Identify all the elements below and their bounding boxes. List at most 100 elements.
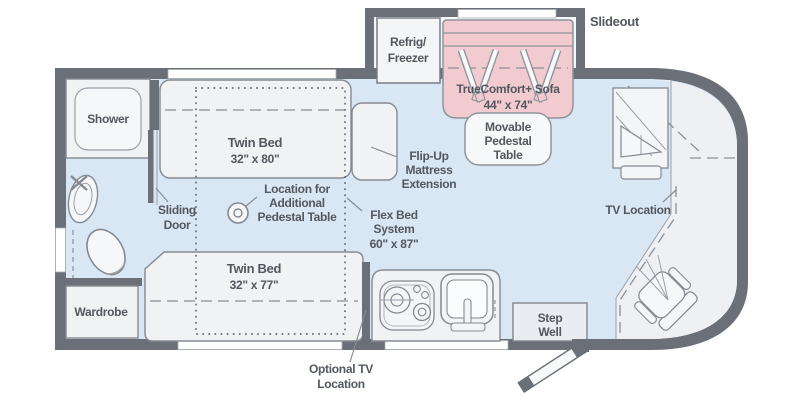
twin-bed-bottom: Twin Bed 32" x 77" bbox=[144, 251, 364, 342]
label-tv-location: TV Location bbox=[605, 189, 677, 217]
cooktop-icon bbox=[379, 280, 435, 331]
bath-bottom-wall bbox=[58, 278, 142, 286]
shower-room: Shower bbox=[65, 78, 151, 159]
label-flex-bed-2: System bbox=[374, 222, 415, 236]
label-twin-bed-bottom-2: 32" x 77" bbox=[230, 278, 279, 292]
bed-bottom-rect bbox=[144, 251, 364, 342]
label-sliding-door-2: Door bbox=[164, 218, 191, 232]
label-additional-2: Additional bbox=[269, 196, 325, 210]
seatbelt-strap bbox=[474, 48, 500, 103]
door-cap-1 bbox=[571, 341, 588, 358]
kitchen-counter bbox=[371, 269, 501, 342]
faucet-cross-icon bbox=[70, 175, 88, 191]
label-flip-up-2: Mattress bbox=[406, 163, 454, 177]
toilet-seat-line bbox=[105, 262, 126, 275]
passenger-seat-icon bbox=[634, 254, 698, 331]
pedestal-mount-icon bbox=[227, 196, 258, 224]
flip-up-pointer bbox=[370, 146, 398, 158]
wardrobe-box: Wardrobe bbox=[65, 285, 139, 339]
toilet-bowl bbox=[86, 228, 126, 276]
wardrobe-rect bbox=[65, 285, 139, 339]
bath-wall bbox=[150, 80, 159, 130]
label-flip-up: Flip-Up Mattress Extension bbox=[370, 146, 457, 191]
driver-seat-line-1 bbox=[615, 91, 667, 151]
seatbelt-straps-icon bbox=[457, 48, 562, 103]
sink-bowl bbox=[73, 182, 93, 216]
bed-top-rect bbox=[159, 79, 352, 179]
flex-bed-outline bbox=[195, 87, 346, 335]
cooktop-body bbox=[379, 280, 435, 331]
refrig-rect bbox=[376, 17, 441, 84]
label-optional-tv-1: Optional TV bbox=[309, 362, 373, 376]
knob-2 bbox=[421, 291, 429, 299]
faucet-bar bbox=[450, 322, 486, 332]
window-bottom-left-icon bbox=[177, 340, 343, 350]
knob-1 bbox=[413, 285, 421, 293]
label-sofa-1: TrueComfort+ Sofa bbox=[456, 82, 560, 96]
driver-footrest bbox=[620, 165, 662, 180]
label-flex-bed: Flex Bed System 60" x 87" bbox=[346, 197, 419, 251]
label-movable-3: Table bbox=[494, 148, 524, 162]
movable-table-rect bbox=[464, 112, 552, 166]
swivel-fan-lines bbox=[635, 254, 669, 301]
sliding-door-bar bbox=[148, 130, 154, 203]
cab-boundary bbox=[615, 80, 672, 339]
kitchen-sink-icon bbox=[440, 273, 496, 332]
label-wardrobe: Wardrobe bbox=[74, 305, 128, 319]
step-well-rect bbox=[512, 302, 588, 342]
driver-seat-icon bbox=[612, 87, 669, 180]
entry-door-icon bbox=[517, 339, 589, 393]
window-top-icon bbox=[167, 69, 337, 79]
label-optional-tv-2: Location bbox=[317, 377, 365, 391]
label-sofa-2: 44" x 74" bbox=[484, 98, 533, 112]
label-twin-bed-top-1: Twin Bed bbox=[228, 135, 283, 150]
step-well-box: Step Well bbox=[512, 302, 588, 342]
toilet-icon bbox=[72, 228, 126, 280]
optional-tv-pointer bbox=[349, 309, 367, 363]
label-step-well-2: Well bbox=[538, 325, 561, 339]
shower-pan-icon bbox=[74, 87, 142, 151]
label-shower: Shower bbox=[87, 112, 129, 126]
cooktop-inner bbox=[383, 284, 431, 327]
flex-bed-pointer bbox=[346, 197, 363, 212]
bath-sink-icon bbox=[67, 174, 99, 224]
seatbelt-strap bbox=[536, 48, 562, 103]
passenger-armrest-r bbox=[634, 301, 658, 325]
label-twin-bed-bottom-1: Twin Bed bbox=[227, 261, 282, 276]
window-bottom-kitchen-icon bbox=[384, 340, 509, 350]
flip-up-extension bbox=[351, 102, 398, 181]
flip-up-rect bbox=[351, 102, 398, 181]
passenger-armrest-l bbox=[668, 267, 692, 291]
label-additional-1: Location for bbox=[264, 182, 330, 196]
sofa: TrueComfort+ Sofa 44" x 74" bbox=[442, 19, 574, 119]
label-tv-location-text: TV Location bbox=[605, 203, 670, 217]
label-slideout: Slideout bbox=[590, 14, 640, 29]
slideout-window-icon bbox=[457, 9, 557, 19]
label-flex-bed-1: Flex Bed bbox=[370, 208, 418, 222]
bed-end-wall bbox=[362, 262, 370, 341]
label-flip-up-3: Extension bbox=[402, 177, 457, 191]
tv-location-pointer bbox=[662, 189, 677, 203]
label-step-well-1: Step bbox=[538, 311, 563, 325]
window-left-icon bbox=[55, 227, 66, 273]
label-optional-tv: Optional TV Location bbox=[309, 309, 374, 391]
label-movable-2: Pedestal bbox=[485, 134, 532, 148]
burner-small bbox=[412, 302, 432, 322]
label-refrig-1: Refrig/ bbox=[390, 35, 427, 49]
burner-small-inner bbox=[417, 307, 427, 317]
door-cap-2 bbox=[518, 376, 535, 393]
label-flip-up-1: Flip-Up bbox=[409, 149, 448, 163]
label-sliding-door: Sliding Door bbox=[155, 187, 196, 232]
sliding-door-pointer bbox=[155, 187, 169, 203]
pedestal-outer bbox=[227, 202, 249, 224]
label-sliding-door-1: Sliding bbox=[158, 203, 196, 217]
label-twin-bed-top-2: 32" x 80" bbox=[231, 152, 280, 166]
label-movable-1: Movable bbox=[485, 120, 532, 134]
twin-bed-top: Twin Bed 32" x 80" bbox=[159, 79, 352, 179]
passenger-cushion bbox=[638, 271, 686, 319]
label-additional-3: Pedestal Table bbox=[258, 210, 338, 224]
label-flex-bed-3: 60" x 87" bbox=[370, 237, 419, 251]
refrig-freezer-box: Refrig/ Freezer bbox=[376, 17, 441, 84]
